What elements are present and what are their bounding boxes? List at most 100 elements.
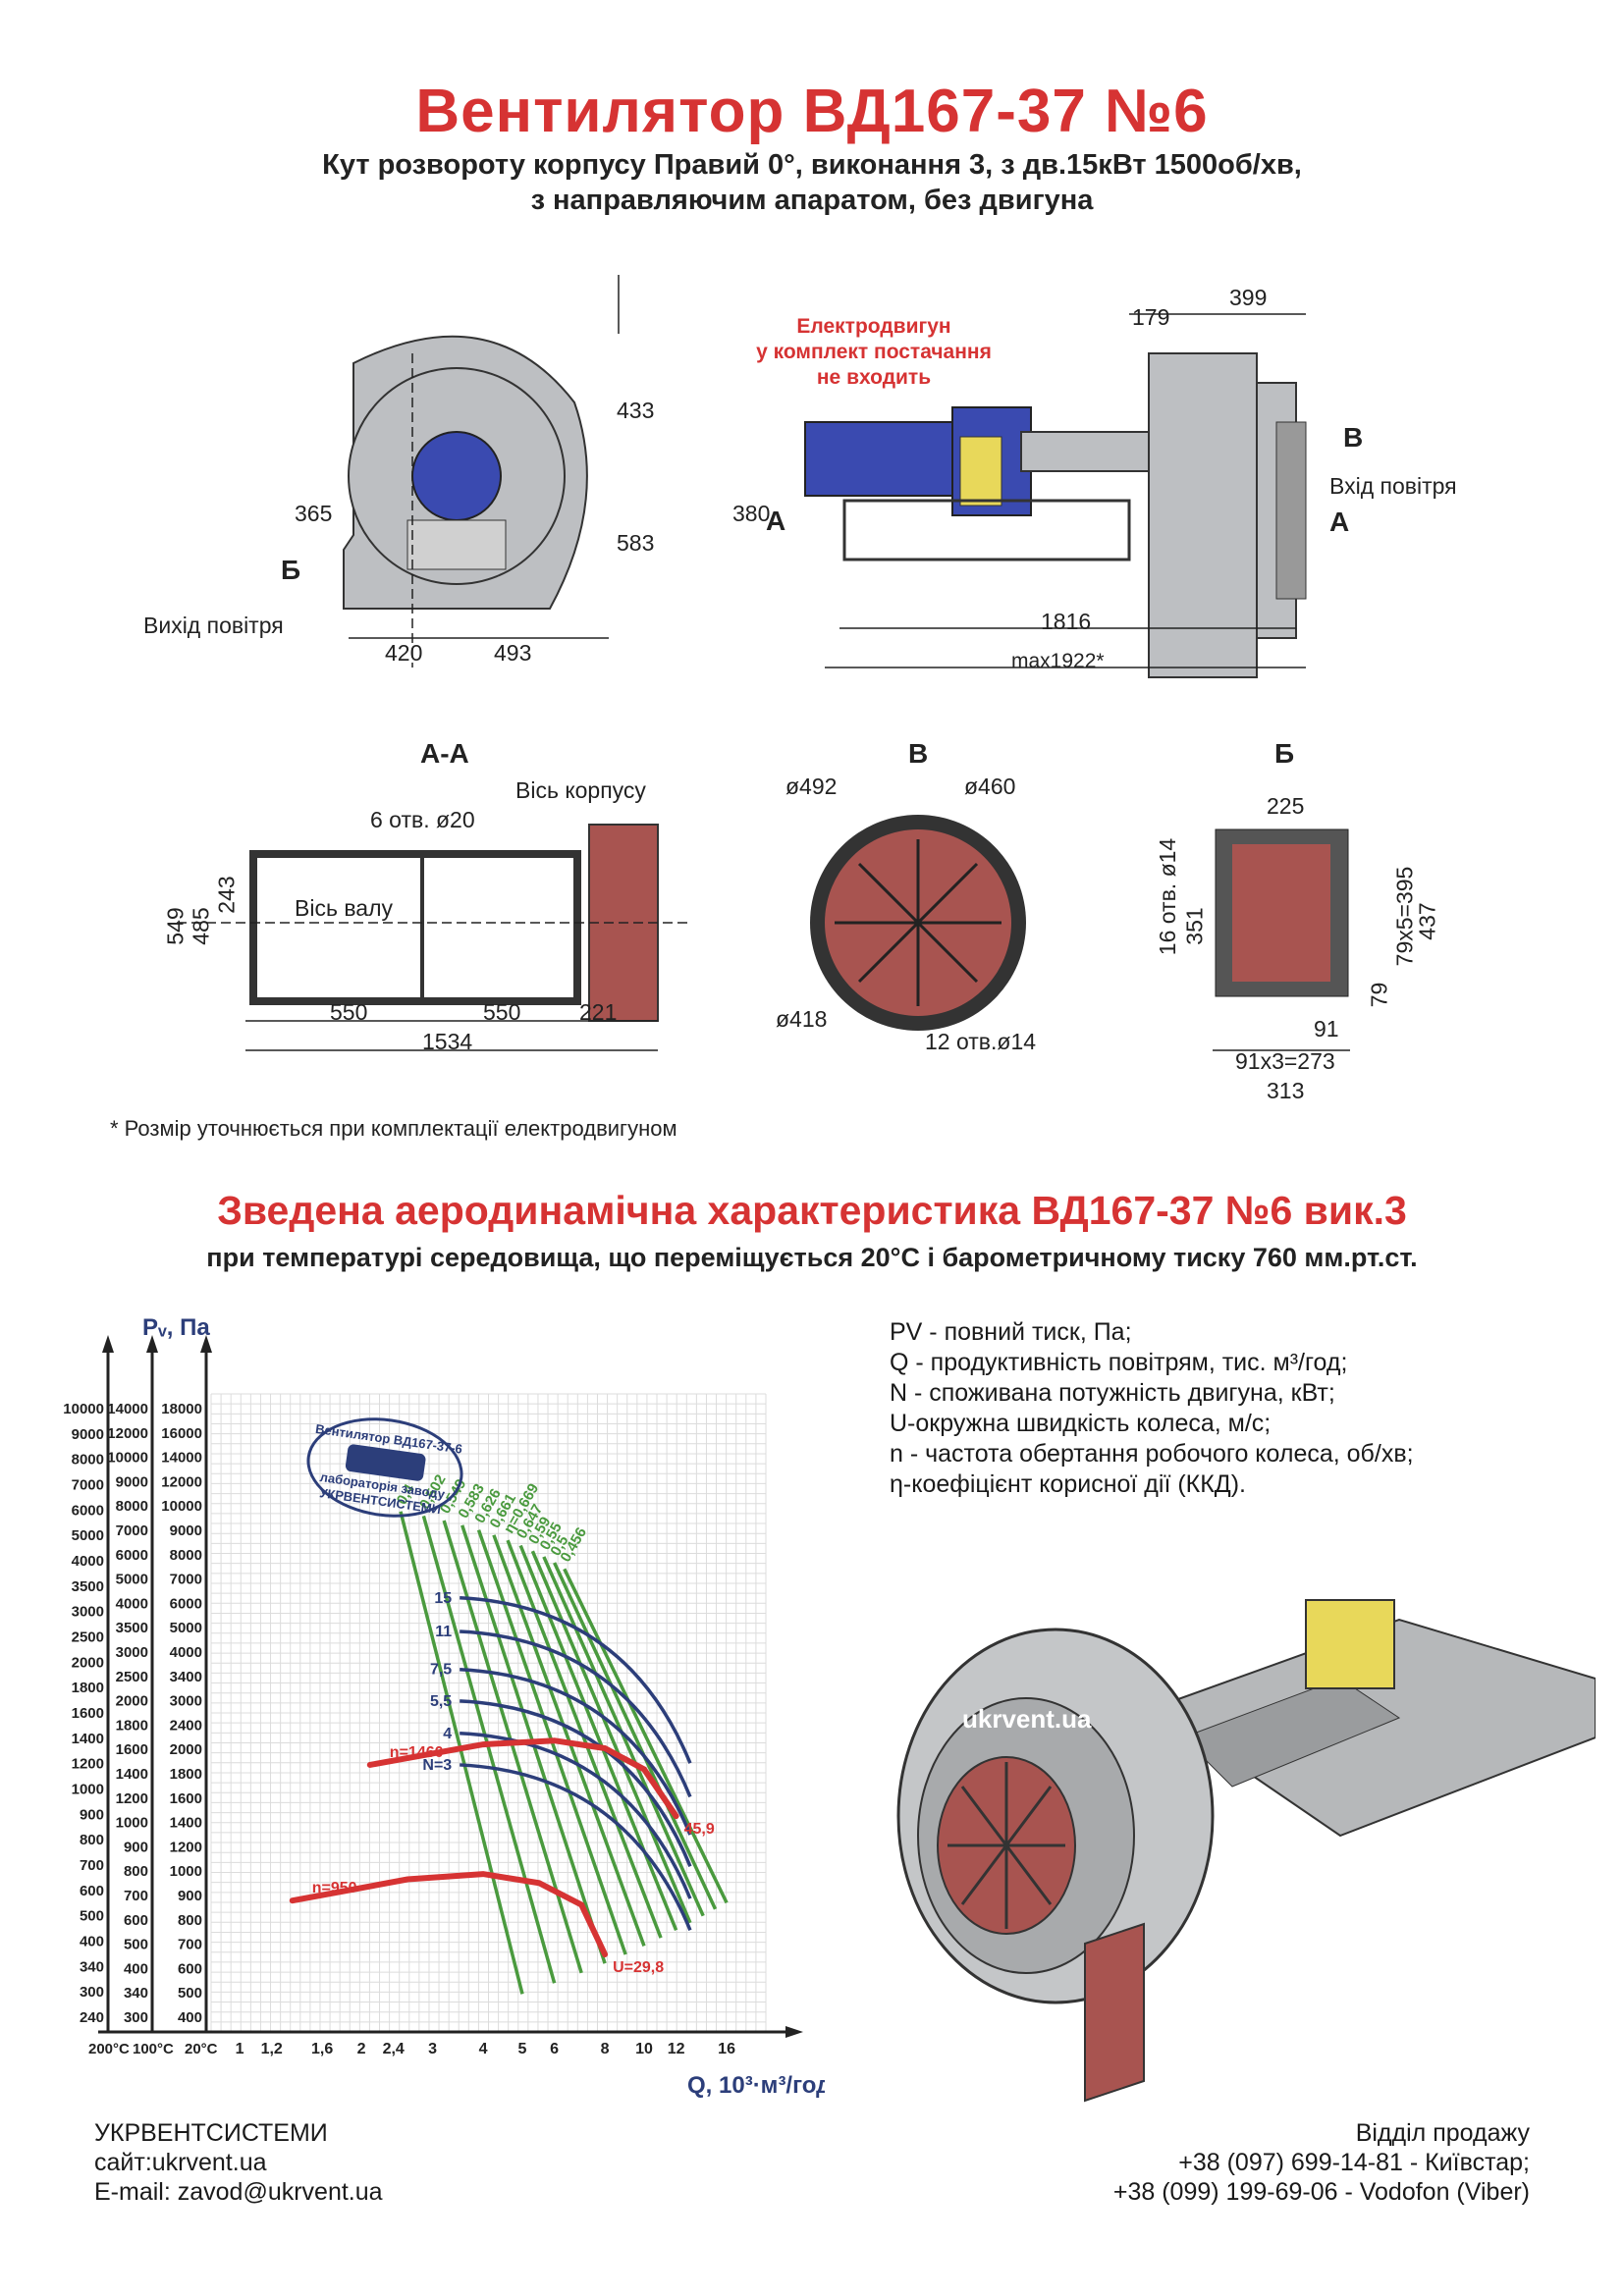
company-site[interactable]: сайт:ukrvent.ua [94,2149,267,2176]
dim-365: 365 [295,501,333,526]
y-axis-arrow [200,1335,212,1353]
y-tick-label: 1400 [72,1731,104,1747]
y-tick-label: 1200 [170,1839,202,1855]
power-curve [460,1596,692,1764]
y-tick-label: 900 [124,1839,148,1855]
y-tick-label: 500 [80,1908,104,1925]
power-curve [460,1667,692,1836]
y-tick-label: 2400 [170,1717,202,1734]
section-drawings [177,815,1350,1051]
dim-433: 433 [617,398,655,423]
power-curve [460,1732,692,1899]
footer-sales: Відділ продажу +38 (097) 699-14-81 - Киї… [1113,2118,1530,2207]
page-title: Вентилятор ВД167-37 №6 [415,78,1209,145]
efficiency-line [442,1520,583,1974]
power-label: 7,5 [430,1662,452,1679]
y-tick-label: 5000 [72,1527,104,1544]
legend-item: Q - продуктивність повітрям, тис. м³/год… [890,1349,1348,1376]
y-tick-label: 400 [124,1960,148,1977]
y-tick-label: 240 [80,2009,104,2026]
temp-label: 20°C [185,2041,218,2057]
x-tick-label: 12 [668,2041,685,2057]
y-tick-label: 340 [124,1985,148,2002]
y-tick-label: 16000 [161,1425,202,1442]
y-tick-label: 1800 [170,1766,202,1783]
dim-d418: ø418 [776,1006,828,1032]
y-tick-label: 1200 [72,1756,104,1773]
power-curve [460,1763,692,1931]
dim-221: 221 [579,999,618,1025]
y-tick-label: 7000 [116,1522,148,1539]
footer-company: УКРВЕНТСИСТЕМИ сайт:ukrvent.ua E-mail: z… [94,2118,383,2207]
sales-title: Відділ продажу [1355,2119,1530,2147]
dim-420: 420 [385,640,423,666]
section-aa-title: А-А [420,738,469,769]
efficiency-line [563,1568,729,1904]
outlet-label: Вихід повітря [143,613,284,638]
dim-313: 313 [1267,1078,1305,1103]
y-tick-label: 3500 [116,1620,148,1636]
x-tick-label: 1,2 [261,2041,283,2057]
dim-493: 493 [494,640,532,666]
dim-d492: ø492 [785,774,838,799]
section-marker-a-right: А [1329,507,1350,537]
performance-chart: 1000090008000700060005000400035003000250… [63,1314,825,2099]
y-tick-label: 500 [178,1985,202,2002]
series-line [366,1737,679,1820]
x-tick-label: 2 [357,2041,366,2057]
dim-d460: ø460 [964,774,1016,799]
motor-note-line-2: у комплект постачання [756,341,992,363]
y-tick-label: 9000 [170,1522,202,1539]
y-tick-label: 1400 [116,1766,148,1783]
volute-side-view [343,335,588,667]
section-b-title: Б [1274,738,1295,769]
y-tick-label: 7000 [170,1572,202,1588]
chart-series [289,1511,729,1995]
temp-label: 100°C [133,2041,174,2057]
y-tick-label: 9000 [116,1473,148,1490]
y-tick-label: 10000 [161,1498,202,1515]
page-subtitle-1: Кут розвороту корпусу Правий 0°, виконан… [322,149,1302,181]
y-tick-label: 3500 [72,1578,104,1595]
dim-549: 549 [162,907,189,945]
y-axis-arrow [146,1335,158,1353]
y-tick-label: 800 [80,1832,104,1848]
page-subtitle-2: з направляючим апаратом, без двигуна [530,185,1094,216]
dim-399: 399 [1229,285,1268,310]
sales-phone-vodafone[interactable]: +38 (099) 199-69-06 - Vodofon (Viber) [1112,2178,1530,2206]
y-tick-label: 1600 [72,1705,104,1722]
flange-rect [1213,828,1350,1051]
legend-item: PV - повний тиск, Па; [890,1318,1132,1346]
company-email[interactable]: E-mail: zavod@ukrvent.ua [94,2178,383,2206]
y-tick-label: 12000 [161,1473,202,1490]
y-tick-label: 700 [80,1857,104,1874]
y-tick-label: 400 [80,1934,104,1950]
efficiency-line [506,1539,663,1939]
dim-550-b: 550 [483,999,521,1025]
y-tick-label: 14000 [161,1450,202,1467]
chart-section-title: Зведена аеродинамічна характеристика ВД1… [217,1188,1407,1233]
efficiency-line [421,1515,557,1984]
dim-351: 351 [1181,907,1208,945]
y-tick-label: 900 [178,1888,202,1904]
y-tick-label: 2500 [116,1669,148,1685]
section-b-holes: 16 отв. ø14 [1155,837,1181,956]
y-tick-label: 700 [178,1937,202,1953]
series-end-label: U=29,8 [613,1959,664,1976]
efficiency-line [530,1550,692,1924]
dim-79: 79 [1366,982,1392,1008]
section-aa-axis-shaft: Вісь валу [295,895,393,921]
y-tick-label: 300 [80,1984,104,2001]
y-tick-label: 1800 [72,1680,104,1696]
efficiency-line [553,1562,718,1910]
sales-phone-kyivstar[interactable]: +38 (097) 699-14-81 - Київстар; [1178,2149,1530,2176]
y-tick-label: 2500 [72,1629,104,1646]
y-axis-label: Pᵥ, Па [142,1314,210,1341]
dim-485: 485 [188,907,214,945]
series-label: n=950 [312,1880,357,1896]
y-tick-label: 6000 [116,1547,148,1564]
x-axis-label: Q, 10³·м³/год [687,2072,825,2099]
y-tick-label: 800 [178,1912,202,1929]
series-line [289,1871,609,1958]
x-tick-label: 6 [550,2041,559,2057]
